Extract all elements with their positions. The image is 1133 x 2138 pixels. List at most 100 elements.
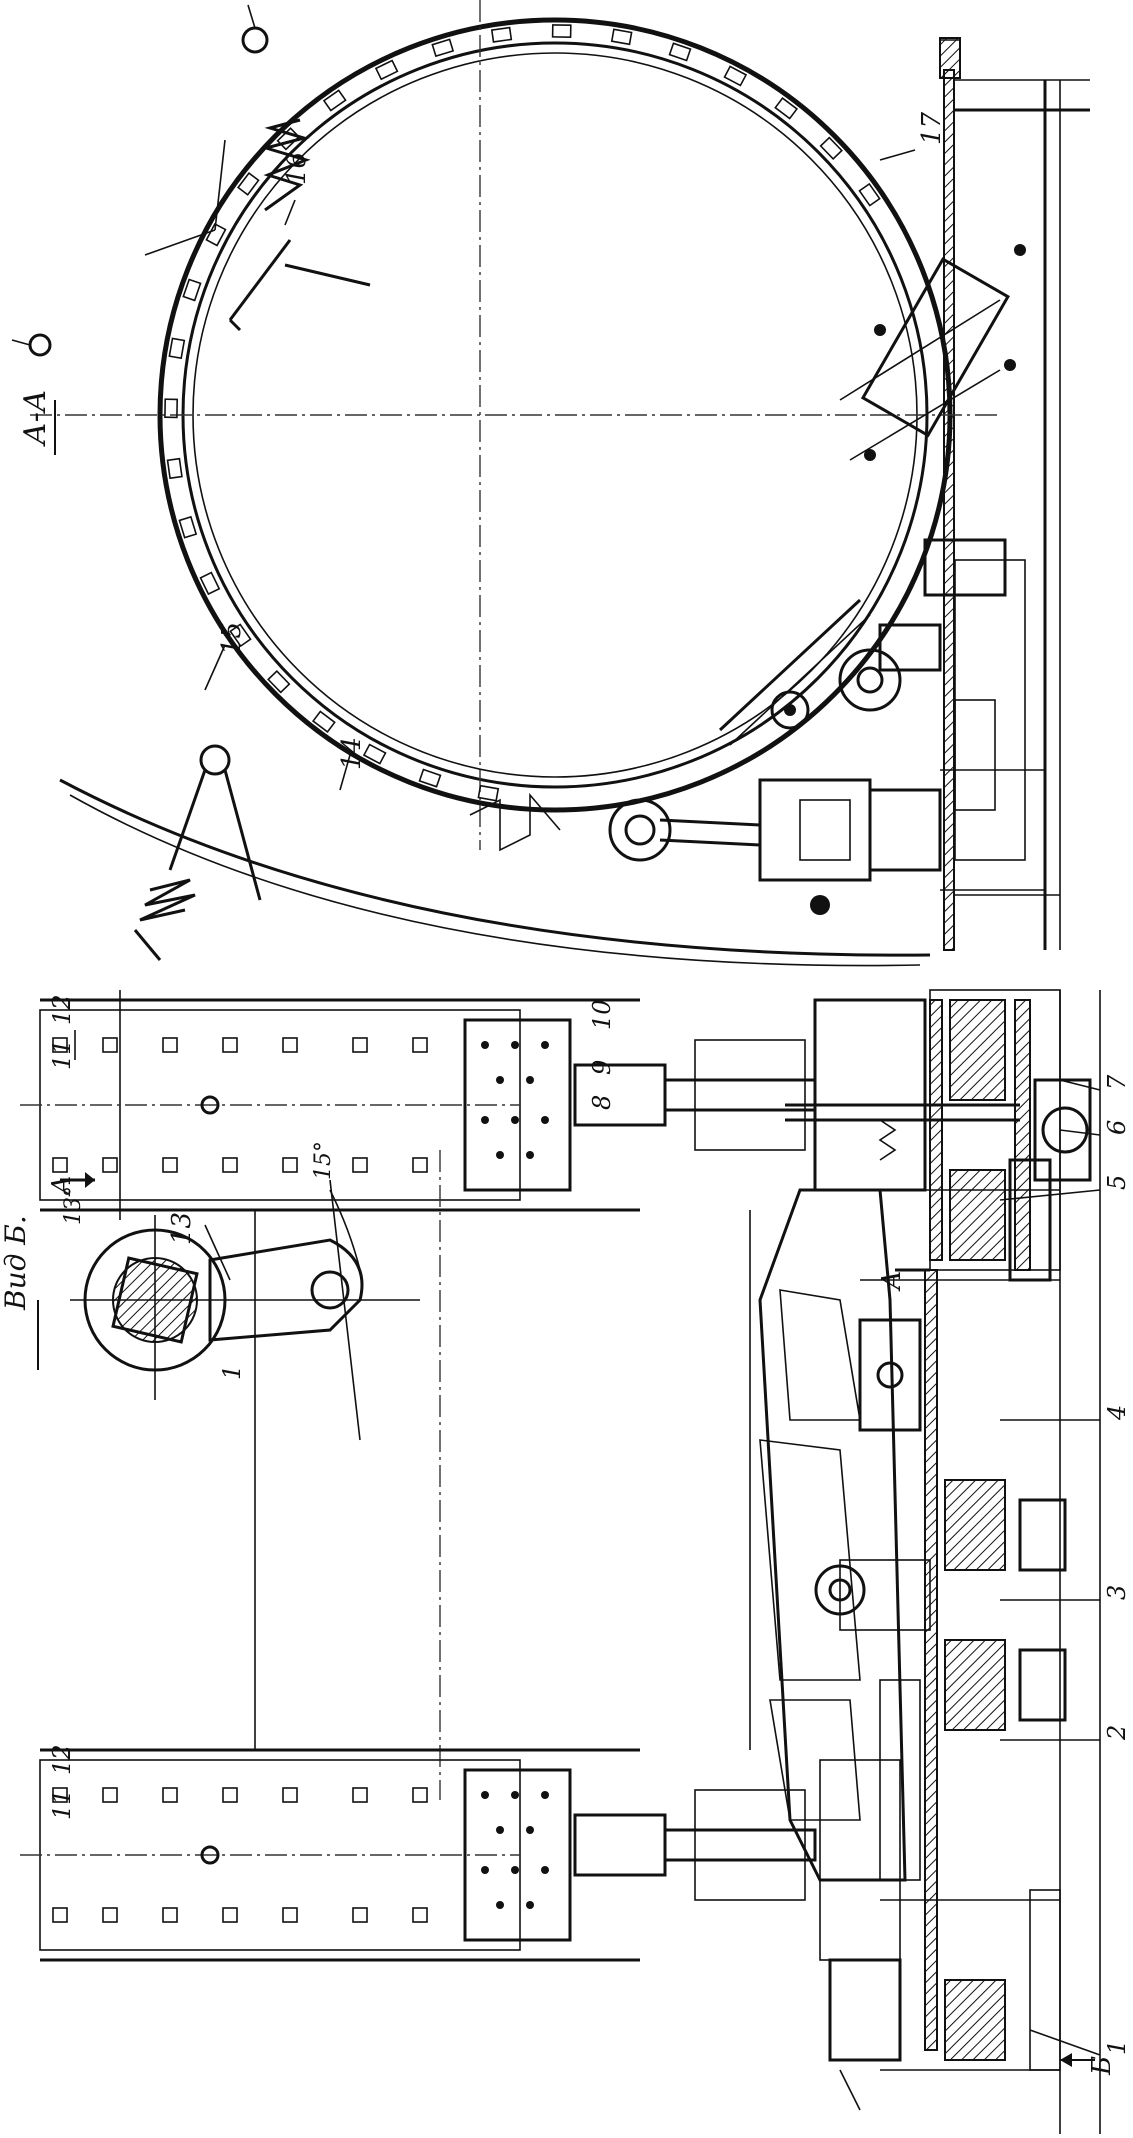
callout-8: 8 — [588, 1095, 616, 1110]
column-bolt — [102, 1787, 118, 1803]
column-bolt — [282, 1907, 298, 1923]
lifting-eyelets — [11, 4, 269, 357]
column-bolt — [412, 1907, 428, 1923]
column-bolt — [162, 1787, 178, 1803]
ring-segment — [774, 96, 799, 120]
plate-bolt-hole — [496, 1151, 504, 1159]
ring-segment — [551, 24, 572, 39]
plate-bolt-hole — [526, 1076, 534, 1084]
ring-segment — [267, 669, 291, 694]
angle-15: 15° — [311, 1141, 336, 1180]
plate-bolt-hole — [496, 1076, 504, 1084]
front-view: Вид Б. 13° 15° 1 А А Б 12 11 13 12 11 10 — [0, 989, 1131, 2134]
ring-segment — [490, 26, 513, 43]
column-bolt — [412, 1787, 428, 1803]
callout-5: 5 — [1103, 1175, 1131, 1190]
column-bolt — [102, 1157, 118, 1173]
callout-6: 6 — [1103, 1120, 1131, 1135]
plate-bolt-hole — [511, 1791, 519, 1799]
column-bolt — [52, 1037, 68, 1053]
ring-segment — [431, 38, 455, 58]
plate-bolt-hole — [481, 1116, 489, 1124]
ring-segment — [229, 623, 252, 648]
callout-7: 7 — [1103, 1074, 1131, 1090]
plate-bolt-hole — [526, 1901, 534, 1909]
base-frame — [939, 37, 1090, 951]
hinge-rod-assembly — [469, 769, 1045, 915]
callout-13: 13 — [167, 1212, 197, 1245]
column-bolt — [222, 1787, 238, 1803]
drum-13 — [254, 1150, 751, 1800]
column-bolt — [162, 1157, 178, 1173]
section-marks: А А Б — [47, 1172, 1117, 2076]
callout-3: 3 — [1103, 1585, 1131, 1600]
callout-11-top: 11 — [48, 1039, 76, 1070]
spring-arm-15 — [59, 744, 931, 967]
ring-segment — [610, 28, 633, 46]
ring-segment — [166, 457, 183, 480]
plate-bolt-hole — [541, 1866, 549, 1874]
callout-9: 9 — [588, 1060, 616, 1075]
callout-1-detail: 1 — [218, 1365, 246, 1380]
column-lower — [20, 1748, 902, 2111]
callout-2: 2 — [1103, 1725, 1131, 1741]
column-bolt — [102, 1907, 118, 1923]
main-casting — [758, 1188, 931, 1882]
column-bolt — [412, 1037, 428, 1053]
ring-segment — [858, 182, 881, 207]
plate-bolt-hole — [481, 1791, 489, 1799]
section-title: А-А — [18, 389, 53, 447]
view-b-title: Вид Б. — [0, 1215, 32, 1311]
column-bolt — [162, 1907, 178, 1923]
plate-bolt-hole — [496, 1826, 504, 1834]
ring-segment — [723, 65, 748, 87]
column-bolt — [282, 1787, 298, 1803]
ring-segment — [362, 743, 387, 765]
callout-12-bottom: 12 — [48, 1744, 76, 1775]
base-frame-lower — [858, 990, 1101, 2134]
ring-segment — [168, 337, 186, 360]
plate-bolt-hole — [511, 1116, 519, 1124]
ring-segment — [311, 710, 336, 734]
callout-11-bottom: 11 — [48, 1789, 76, 1820]
plate-bolt-hole — [511, 1041, 519, 1049]
callout-10: 10 — [588, 999, 616, 1030]
column-bolt — [52, 1157, 68, 1173]
column-bolt — [352, 1037, 368, 1053]
column-bolt — [282, 1037, 298, 1053]
plate-bolt-hole — [541, 1041, 549, 1049]
ring-segment — [477, 784, 500, 802]
bolt-plate-upper — [463, 1018, 572, 1192]
column-bolt — [52, 1787, 68, 1803]
plate-bolt-hole — [511, 1866, 519, 1874]
mark-a-bottom: А — [877, 1270, 907, 1292]
plate-bolt-hole — [541, 1116, 549, 1124]
callouts-front: 12 11 13 12 11 10 9 8 7 6 5 4 3 2 1 — [48, 994, 1131, 2056]
callout-1-top: 1 — [1103, 2040, 1131, 2055]
column-bolt — [162, 1037, 178, 1053]
callout-12-top: 12 — [48, 994, 76, 1025]
ring-segment — [418, 768, 442, 788]
column-bolt — [222, 1037, 238, 1053]
column-bolt — [102, 1037, 118, 1053]
view-b-detail: Вид Б. 13° 15° 1 — [0, 1141, 420, 1441]
column-bolt — [352, 1907, 368, 1923]
column-bolt — [282, 1157, 298, 1173]
column-bolt — [222, 1157, 238, 1173]
column-bolt — [352, 1157, 368, 1173]
plate-bolt-hole — [541, 1791, 549, 1799]
base-section-upper — [785, 989, 1092, 1271]
tensioner-mechanism — [718, 244, 1026, 861]
plate-bolt-hole — [481, 1041, 489, 1049]
ring-segment — [322, 89, 347, 112]
ring-segment — [199, 571, 221, 596]
ring-segment — [668, 42, 692, 62]
callout-16: 16 — [282, 152, 312, 185]
plate-bolt-hole — [526, 1151, 534, 1159]
callout-17: 17 — [917, 111, 947, 145]
ring-segment — [236, 171, 260, 196]
ring-segment — [178, 515, 198, 539]
ring-segment — [819, 136, 843, 161]
ring-segment — [182, 278, 202, 302]
